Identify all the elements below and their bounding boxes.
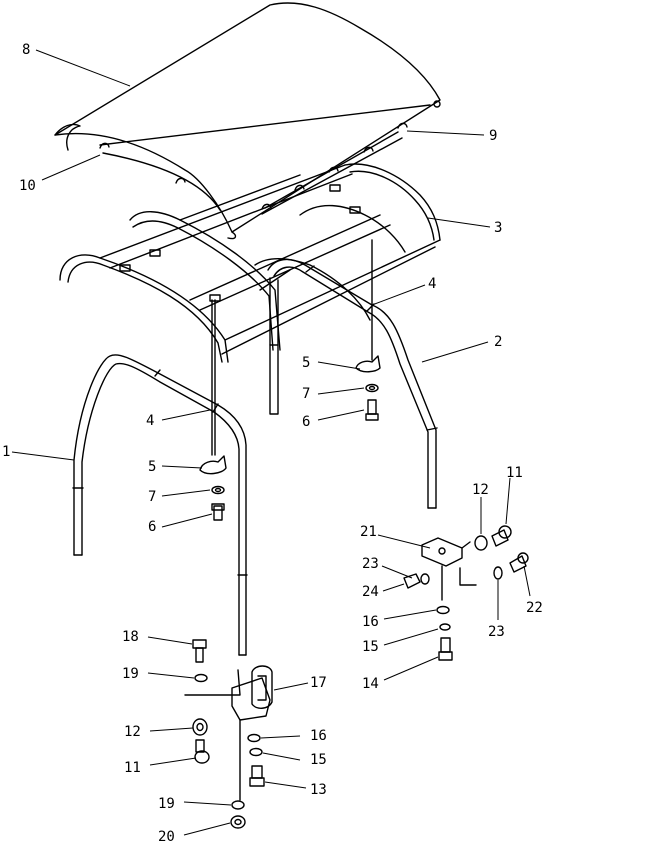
callout-6-lower: 6 <box>148 519 156 535</box>
callout-23-right: 23 <box>488 624 505 640</box>
callout-13: 13 <box>310 782 327 798</box>
callout-21: 21 <box>360 524 377 540</box>
callout-24: 24 <box>362 584 379 600</box>
callout-6-upper: 6 <box>302 414 310 430</box>
callout-7-upper: 7 <box>302 386 310 402</box>
callout-11-right: 11 <box>506 465 523 481</box>
callout-10: 10 <box>19 178 36 194</box>
callout-20: 20 <box>158 829 175 844</box>
leader-lines <box>11 49 531 836</box>
callout-8: 8 <box>22 42 30 58</box>
callout-15-lower: 15 <box>310 752 327 768</box>
front-post-part <box>72 354 248 656</box>
callout-12-right: 12 <box>472 482 489 498</box>
callout-11-lower: 11 <box>124 760 141 776</box>
clamp-set-right <box>355 355 381 421</box>
bracket-assembly-right <box>403 525 529 661</box>
callout-4-lower: 4 <box>146 413 154 429</box>
callout-23-left: 23 <box>362 556 379 572</box>
callout-17: 17 <box>310 675 327 691</box>
roof-frame-part <box>59 163 441 363</box>
inner-post-part <box>211 239 373 456</box>
callout-12-lower: 12 <box>124 724 141 740</box>
callout-3: 3 <box>494 220 502 236</box>
callout-2: 2 <box>494 334 502 350</box>
callout-19-upper: 19 <box>122 666 139 682</box>
callout-1: 1 <box>2 444 10 460</box>
callout-16-lower: 16 <box>310 728 327 744</box>
callout-labels: 8 9 10 3 4 2 5 7 6 4 1 5 7 6 11 12 21 23… <box>2 42 543 844</box>
callout-5-upper: 5 <box>302 355 310 371</box>
base-assembly-lower <box>184 639 273 829</box>
callout-15-right: 15 <box>362 639 379 655</box>
callout-16-right: 16 <box>362 614 379 630</box>
callout-18: 18 <box>122 629 139 645</box>
callout-14: 14 <box>362 676 379 692</box>
callout-5-lower: 5 <box>148 459 156 475</box>
roof-cover-part <box>54 2 441 240</box>
rear-post-part <box>267 258 438 509</box>
callout-7-lower: 7 <box>148 489 156 505</box>
callout-9: 9 <box>489 128 497 144</box>
callout-22: 22 <box>526 600 543 616</box>
hook-clips-part <box>99 104 431 215</box>
callout-4-upper: 4 <box>428 276 436 292</box>
clamp-set-left <box>199 455 227 521</box>
callout-19-lower: 19 <box>158 796 175 812</box>
